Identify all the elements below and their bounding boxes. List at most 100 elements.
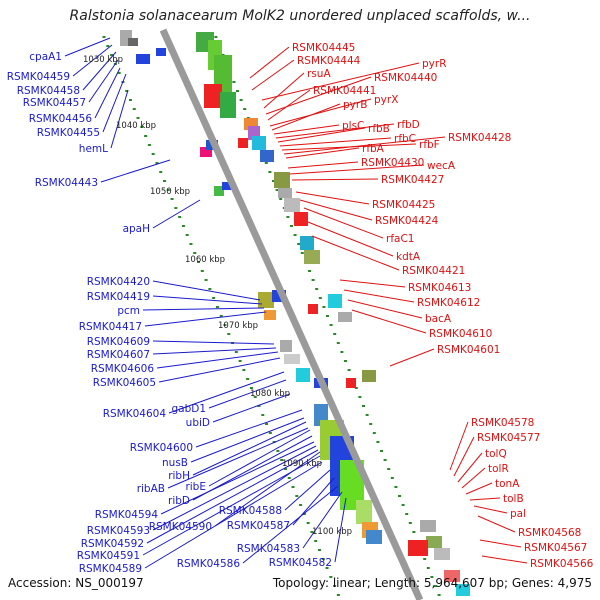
gene-label-right[interactable]: tolQ <box>485 448 507 460</box>
gene-label-left[interactable]: RSMK04605 <box>93 377 156 389</box>
tick-mark <box>387 468 391 470</box>
gene-label-left[interactable]: RSMK04589 <box>79 563 142 575</box>
gene-label-left[interactable]: RSMK04588 <box>219 505 282 517</box>
gene-label-left[interactable]: RSMK04607 <box>87 349 150 361</box>
gene-label-right[interactable]: tonA <box>495 478 520 490</box>
gene-label-left[interactable]: ribAB <box>137 483 165 495</box>
gene-label-right[interactable]: rfaC1 <box>386 233 414 245</box>
gene-label-right[interactable]: RSMK04425 <box>372 199 435 211</box>
gene-label-left[interactable]: RSMK04593 <box>87 525 150 537</box>
gene-label-left[interactable]: RSMK04459 <box>7 71 70 83</box>
gene-label-left[interactable]: RSMK04609 <box>87 336 150 348</box>
tick-mark <box>272 180 275 182</box>
gene-label-right[interactable]: RSMK04430 <box>361 157 424 169</box>
gene-label-left[interactable]: RSMK04417 <box>79 321 142 333</box>
gene-label-right[interactable]: RSMK04578 <box>471 417 534 429</box>
leader-line <box>457 452 483 483</box>
gene-label-left[interactable]: RSMK04583 <box>237 543 300 555</box>
gene-label-left[interactable]: RSMK04587 <box>227 520 290 532</box>
gene-label-right[interactable]: RSMK04428 <box>448 132 511 144</box>
gene-label-right[interactable]: RSMK04441 <box>313 85 376 97</box>
gene-label-right[interactable]: tolB <box>503 493 524 505</box>
gene-label-left[interactable]: RSMK04591 <box>77 550 140 562</box>
gene-label-right[interactable]: pyrX <box>374 94 398 106</box>
gene-label-left[interactable]: pcm <box>117 305 140 317</box>
gene-label-right[interactable]: kdtA <box>396 251 421 263</box>
leader-line <box>82 51 117 91</box>
gene-label-left[interactable]: RSMK04600 <box>130 442 193 454</box>
leader-line <box>277 127 366 143</box>
gene-label-left[interactable]: RSMK04455 <box>37 127 100 139</box>
tick-mark <box>170 198 174 200</box>
gene-label-left[interactable]: RSMK04419 <box>87 291 150 303</box>
gene-label-right[interactable]: RSMK04568 <box>518 527 581 539</box>
gene-label-right[interactable]: rfbF <box>419 139 440 151</box>
scale-label: 1080 kbp <box>250 389 290 399</box>
gene-label-left[interactable]: ribD <box>168 495 190 507</box>
gene-label-right[interactable]: RSMK04613 <box>408 282 471 294</box>
tick-mark <box>423 558 427 560</box>
gene-label-right[interactable]: tolR <box>488 463 509 475</box>
leader-line <box>389 348 435 367</box>
gene-label-left[interactable]: RSMK04594 <box>95 509 159 521</box>
tick-mark <box>390 477 394 479</box>
left-gene-labels[interactable]: cpaA1RSMK04459RSMK04458RSMK04457RSMK0445… <box>7 51 332 575</box>
gene-label-right[interactable]: plsC <box>342 120 364 132</box>
gene-label-right[interactable]: RSMK04445 <box>292 42 355 54</box>
gene-label-left[interactable]: cpaA1 <box>29 51 62 63</box>
tick-mark <box>412 531 416 533</box>
gene-label-left[interactable]: RSMK04604 <box>103 408 167 420</box>
gene-label-left[interactable]: ribE <box>185 481 206 493</box>
gene-label-left[interactable]: nusB <box>162 457 188 469</box>
gene-label-right[interactable]: RSMK04601 <box>437 344 500 356</box>
gene-label-right[interactable]: rfbB <box>368 123 390 135</box>
gene-label-left[interactable]: RSMK04457 <box>23 97 86 109</box>
leader-line <box>144 311 267 327</box>
gene-label-right[interactable]: pyrB <box>343 99 367 111</box>
leader-line <box>299 199 373 221</box>
gene-label-right[interactable]: RSMK04610 <box>429 328 492 340</box>
tick-mark <box>290 225 293 227</box>
gene-label-left[interactable]: RSMK04456 <box>29 113 93 125</box>
leader-line <box>242 485 339 564</box>
gene-label-left[interactable]: RSMK04586 <box>177 558 241 570</box>
tick-mark <box>401 504 405 506</box>
gene-label-right[interactable]: rfbA <box>362 143 385 155</box>
gene-label-left[interactable]: RSMK04606 <box>91 363 155 375</box>
leader-line <box>72 44 113 77</box>
gene-label-right[interactable]: pyrR <box>422 58 447 70</box>
gene-label-right[interactable]: RSMK04612 <box>417 297 480 309</box>
leader-line <box>271 103 341 131</box>
topology-summary: Topology: linear; Length: 5,964,607 bp; … <box>272 576 592 590</box>
gene-label-left[interactable]: ubiD <box>186 417 210 429</box>
gene-label-right[interactable]: RSMK04577 <box>477 432 540 444</box>
gene-label-right[interactable]: RSMK04421 <box>402 265 465 277</box>
gene-label-left[interactable]: gabD1 <box>171 403 206 415</box>
gene-label-right[interactable]: wecA <box>427 160 456 172</box>
gene-label-left[interactable]: RSMK04420 <box>87 276 150 288</box>
gene-label-left[interactable]: RSMK04443 <box>35 177 98 189</box>
gene-label-left[interactable]: RSMK04458 <box>17 85 80 97</box>
gene-label-right[interactable]: RSMK04440 <box>374 72 437 84</box>
gene-label-right[interactable]: bacA <box>425 313 452 325</box>
gene-label-right[interactable]: rsuA <box>307 68 331 80</box>
gene-label-right[interactable]: RSMK04424 <box>375 215 439 227</box>
gene-label-right[interactable]: RSMK04566 <box>530 558 594 570</box>
leader-line <box>152 445 317 531</box>
gene-label-right[interactable]: RSMK04567 <box>524 542 587 554</box>
tick-mark <box>117 72 121 74</box>
gene-label-left[interactable]: apaH <box>123 223 150 235</box>
gene-label-right[interactable]: RSMK04444 <box>297 55 361 67</box>
gene-label-left[interactable]: hemL <box>79 143 108 155</box>
gene-label-left[interactable]: RSMK04592 <box>81 538 144 550</box>
gene-label-right[interactable]: pal <box>510 508 526 520</box>
gene-label-right[interactable]: rfbC <box>394 133 416 145</box>
gene-label-left[interactable]: RSMK04590 <box>149 521 212 533</box>
tick-mark <box>268 171 272 173</box>
gene-label-right[interactable]: RSMK04427 <box>381 174 444 186</box>
gene-label-left[interactable]: ribH <box>168 470 190 482</box>
gene-label-left[interactable]: RSMK04582 <box>269 557 332 569</box>
gene-label-right[interactable]: rfbD <box>397 119 420 131</box>
